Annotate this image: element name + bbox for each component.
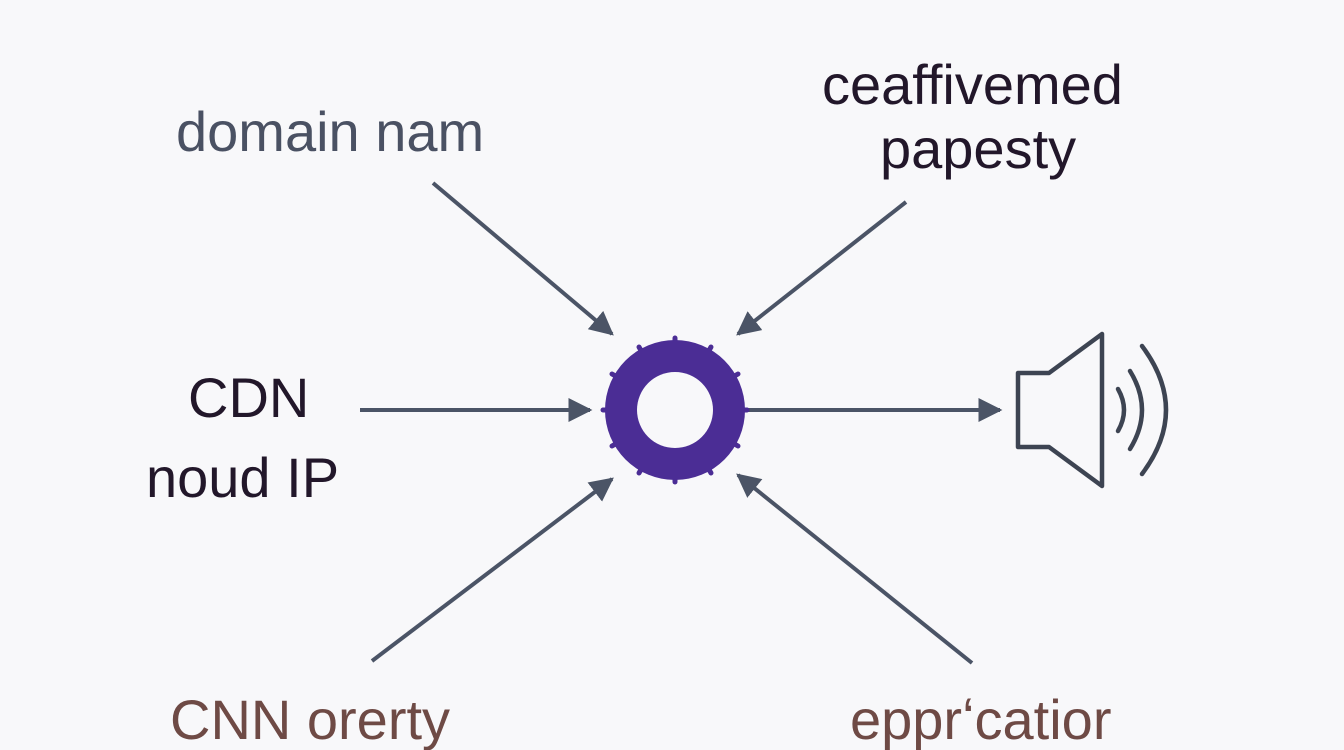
arrow-application-to-hub [736, 473, 974, 665]
gear-icon [600, 335, 750, 485]
label-confirmed-property: ceaffivemed papesty [822, 53, 1123, 181]
label-line: ceaffivemed [822, 53, 1123, 116]
label-line: papesty [880, 117, 1077, 180]
arrow-property-to-hub [736, 200, 908, 336]
label-cdn-node-ip: CDN noud IP [146, 358, 339, 518]
label-line: domain nam [176, 100, 485, 163]
label-line: epprʻcatior [850, 688, 1112, 750]
label-line: CNN orerty [170, 688, 451, 750]
label-line: noud IP [146, 446, 340, 509]
arrow-domain-to-hub [431, 181, 614, 336]
arrow-cnn-to-hub [370, 477, 614, 663]
label-cnn-property: CNN orerty [170, 688, 450, 750]
speaker-volume-icon [1015, 331, 1169, 489]
label-application: epprʻcatior [850, 688, 1111, 750]
label-line: CDN [188, 366, 310, 429]
label-domain-name: domain nam [176, 100, 484, 164]
